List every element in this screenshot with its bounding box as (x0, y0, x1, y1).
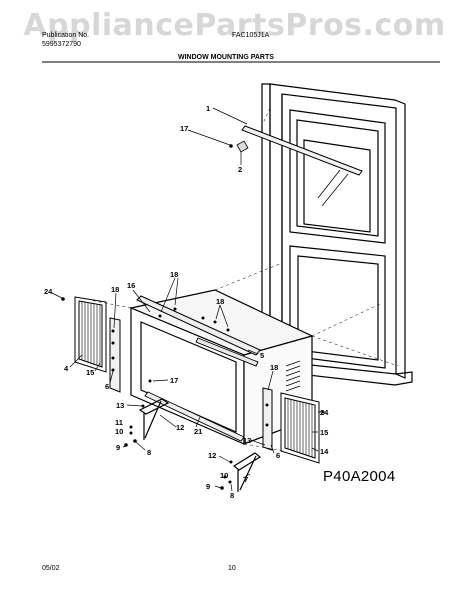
bottom-rail-part-21 (144, 391, 245, 442)
callout-8: 8 (230, 491, 234, 500)
callout-5: 5 (260, 351, 264, 360)
callout-10: 10 (115, 427, 123, 436)
screw-17-top (229, 144, 233, 148)
top-rail (241, 125, 363, 176)
callout-11: 11 (115, 418, 123, 427)
callout-15: 15 (86, 368, 94, 377)
callout-17: 17 (170, 376, 178, 385)
screws (61, 297, 325, 490)
left-side-panel (74, 296, 107, 373)
callout-17: 17 (180, 124, 188, 133)
window-frame (261, 83, 413, 386)
callout-24: 24 (320, 408, 329, 417)
footer-date: 05/02 (42, 565, 60, 572)
cabinet-rail-part-16 (136, 295, 261, 356)
leader-lines (51, 107, 324, 492)
callout-9: 9 (206, 482, 210, 491)
callout-12: 12 (176, 423, 184, 432)
callout-13: 13 (243, 436, 251, 445)
callout-24: 24 (44, 287, 53, 296)
callout-18: 18 (270, 363, 278, 372)
bracket-part-2 (236, 140, 249, 153)
callout-10: 10 (220, 471, 228, 480)
callout-18: 18 (111, 285, 119, 294)
right-panel-pleats (287, 399, 313, 457)
right-channel-part-6 (262, 387, 273, 451)
callout-1: 1 (206, 104, 210, 113)
left-channel-part-6 (109, 317, 121, 393)
callout-15: 15 (320, 428, 328, 437)
callout-18: 18 (170, 270, 178, 279)
rail-part-5 (195, 337, 259, 367)
footer-page: 10 (228, 565, 236, 572)
callout-2: 2 (238, 165, 242, 174)
callout-9: 9 (116, 443, 120, 452)
callout-16: 16 (127, 281, 135, 290)
model-number: FAC105J1A (232, 32, 270, 39)
callout-6: 6 (276, 451, 280, 460)
alignment-lines (89, 107, 399, 452)
callout-14: 14 (320, 447, 329, 456)
left-panel-pleats (81, 302, 101, 366)
glass-glare (317, 169, 349, 207)
callout-6: 6 (105, 382, 109, 391)
cabinet-louvres (285, 360, 301, 392)
publication-label: Publication No. (42, 32, 90, 39)
callout-8: 8 (147, 448, 151, 457)
callout-13: 13 (116, 401, 124, 410)
section-title: WINDOW MOUNTING PARTS (178, 54, 274, 61)
publication-number: 5995372790 (42, 41, 81, 48)
right-support-bracket (232, 452, 262, 492)
diagram-code: P40A2004 (323, 468, 396, 485)
callout-7: 7 (244, 475, 248, 484)
callout-18: 18 (216, 297, 224, 306)
callout-21: 21 (194, 427, 202, 436)
callout-4: 4 (64, 364, 69, 373)
callout-labels: 1 17 2 24 18 16 18 18 4 15 6 5 17 13 11 … (44, 104, 329, 500)
left-support-bracket (138, 398, 170, 440)
callout-12: 12 (208, 451, 216, 460)
